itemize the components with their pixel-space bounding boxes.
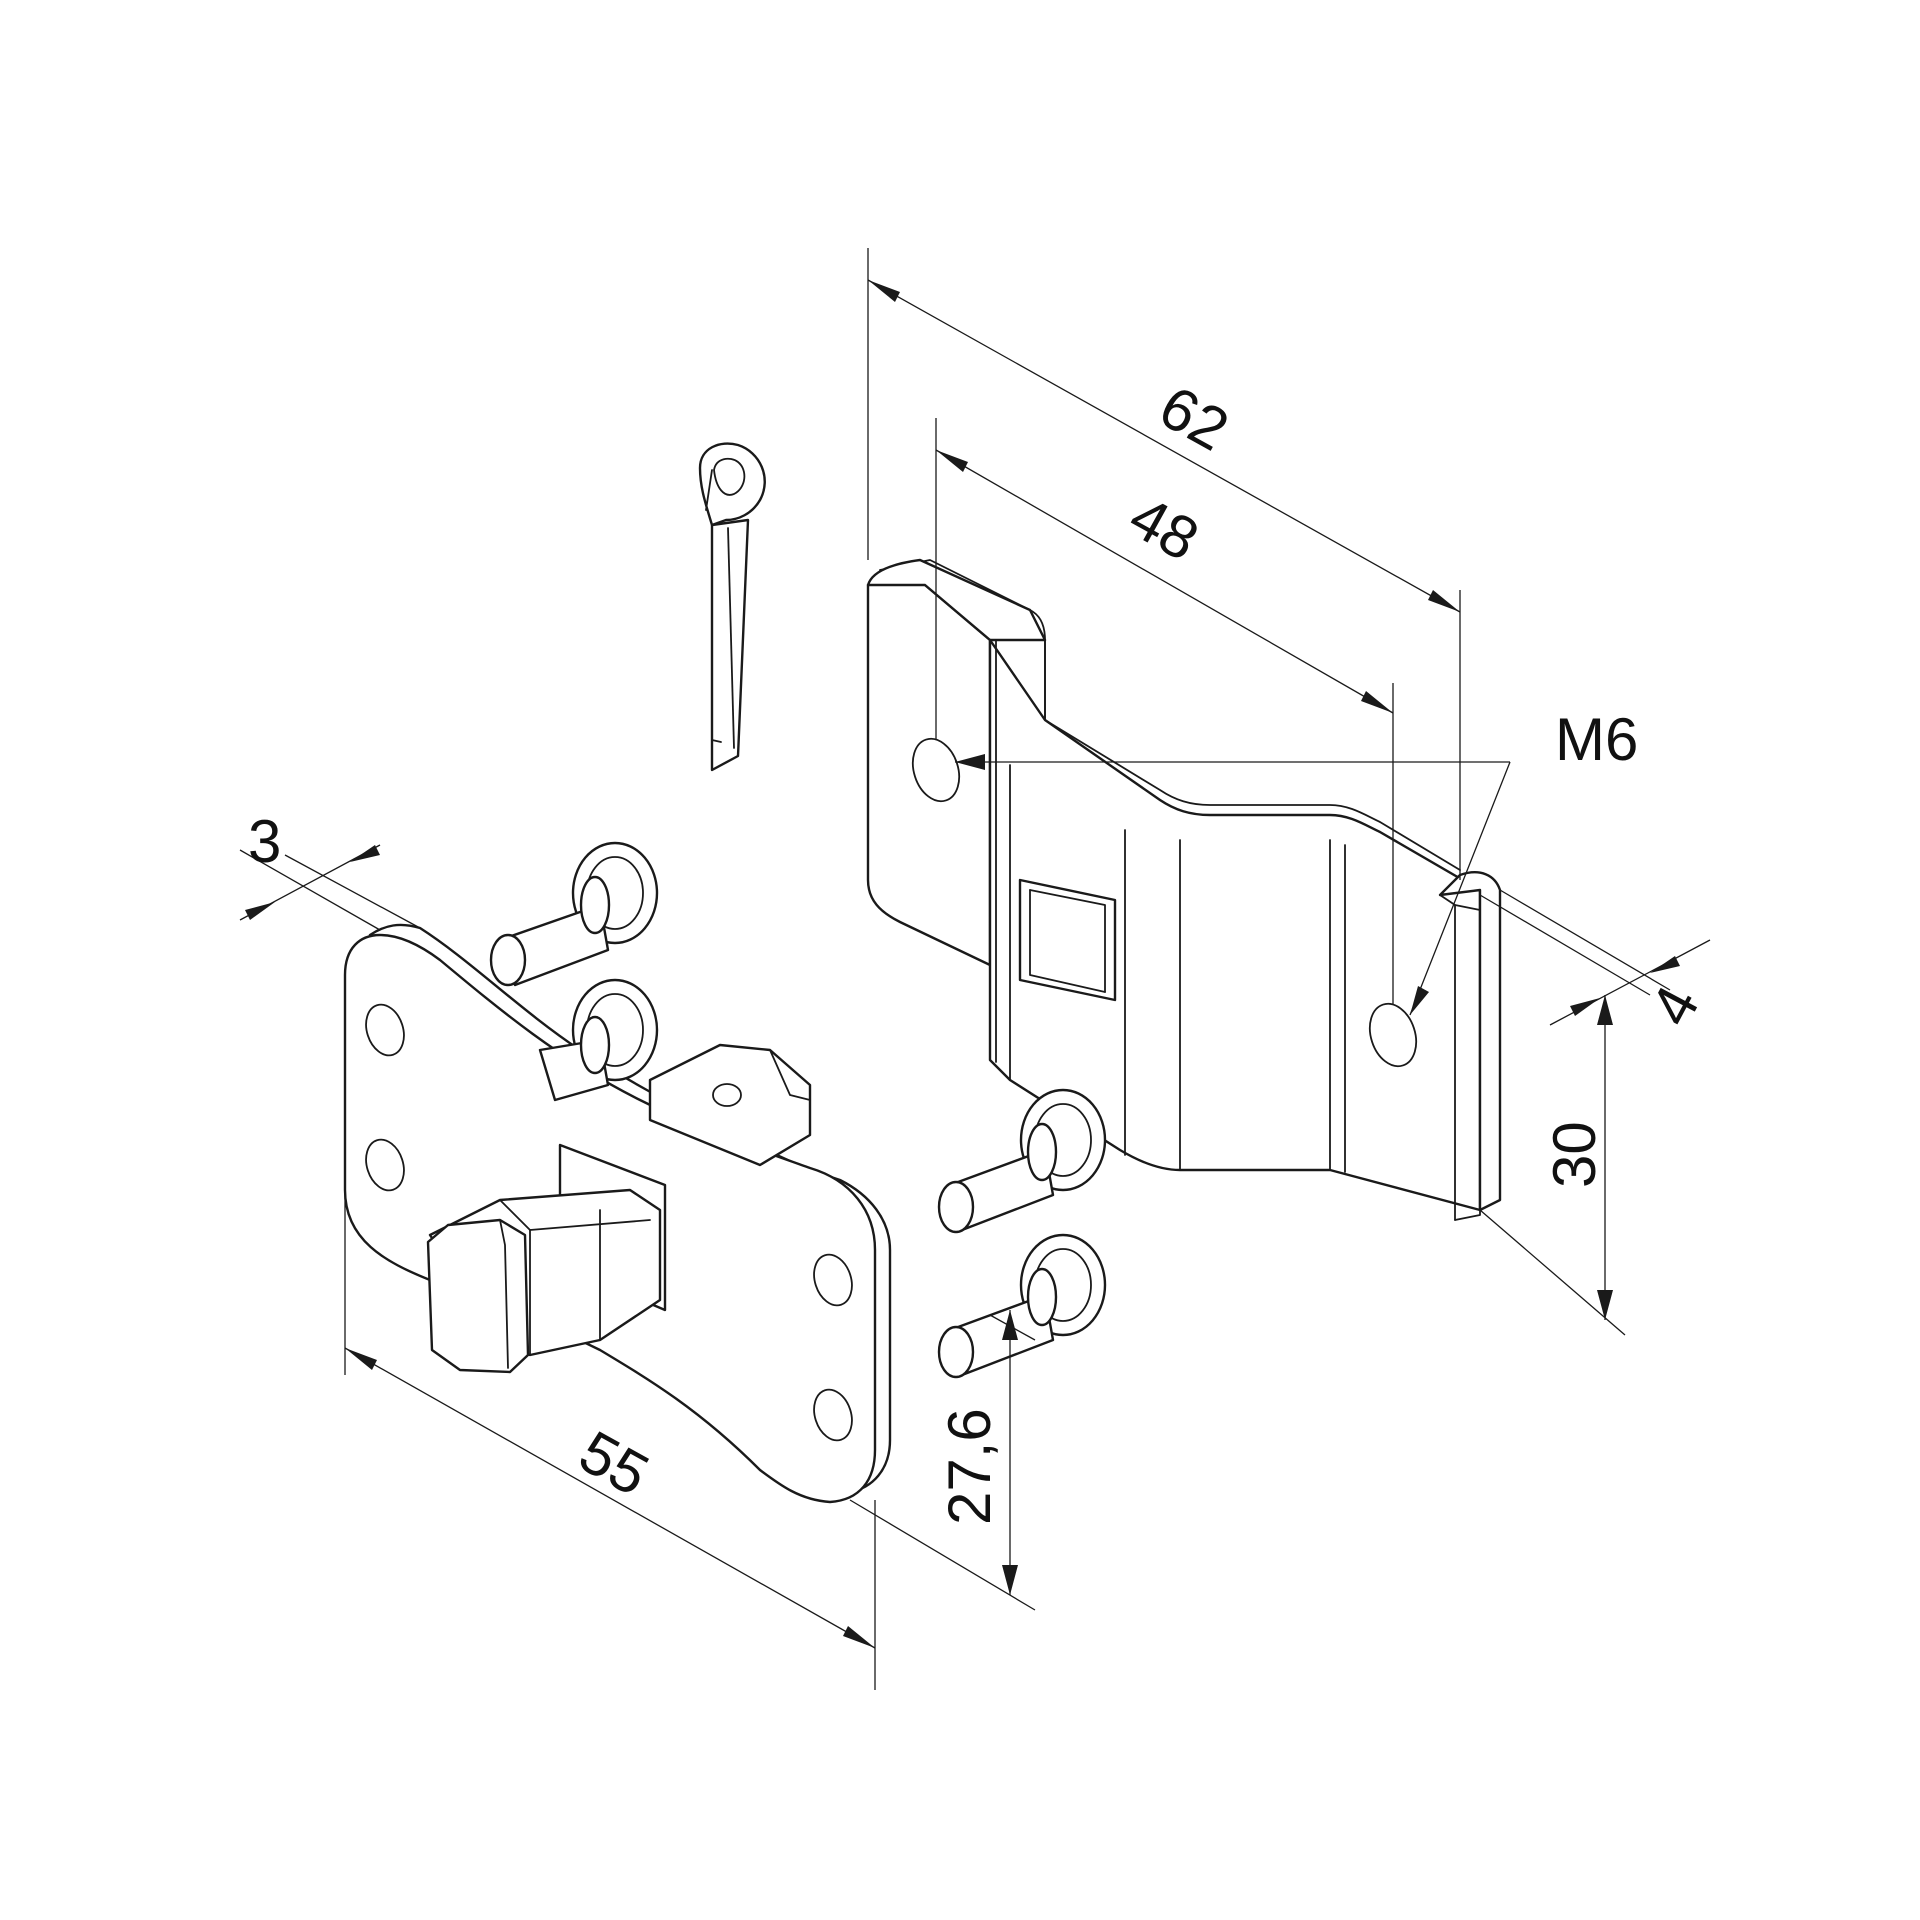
bolt-pin-3	[937, 1088, 1107, 1234]
dim-62-label: 62	[1149, 373, 1240, 464]
dim-3-label: 3	[248, 808, 281, 875]
dim-27-6-label: 27,6	[936, 1408, 1003, 1525]
dim-4-label: 4	[1637, 975, 1712, 1036]
bracket-hole-right	[1368, 1002, 1418, 1068]
dim-48-label: 48	[1119, 483, 1210, 574]
bolt-pins	[489, 841, 1107, 1379]
split-pin	[698, 442, 766, 772]
dim-m6-label: M6	[1555, 706, 1638, 773]
dimension-lines	[239, 248, 1711, 1690]
wall-bracket	[866, 558, 1502, 1221]
dim-55-label: 55	[569, 1418, 660, 1509]
hinge-plate	[343, 923, 892, 1504]
dim-30-label: 30	[1541, 1121, 1608, 1188]
bolt-pin-2	[538, 978, 659, 1102]
bolt-pin-1	[489, 841, 659, 987]
bracket-hole-left	[911, 737, 961, 803]
bolt-pin-4	[937, 1233, 1107, 1379]
